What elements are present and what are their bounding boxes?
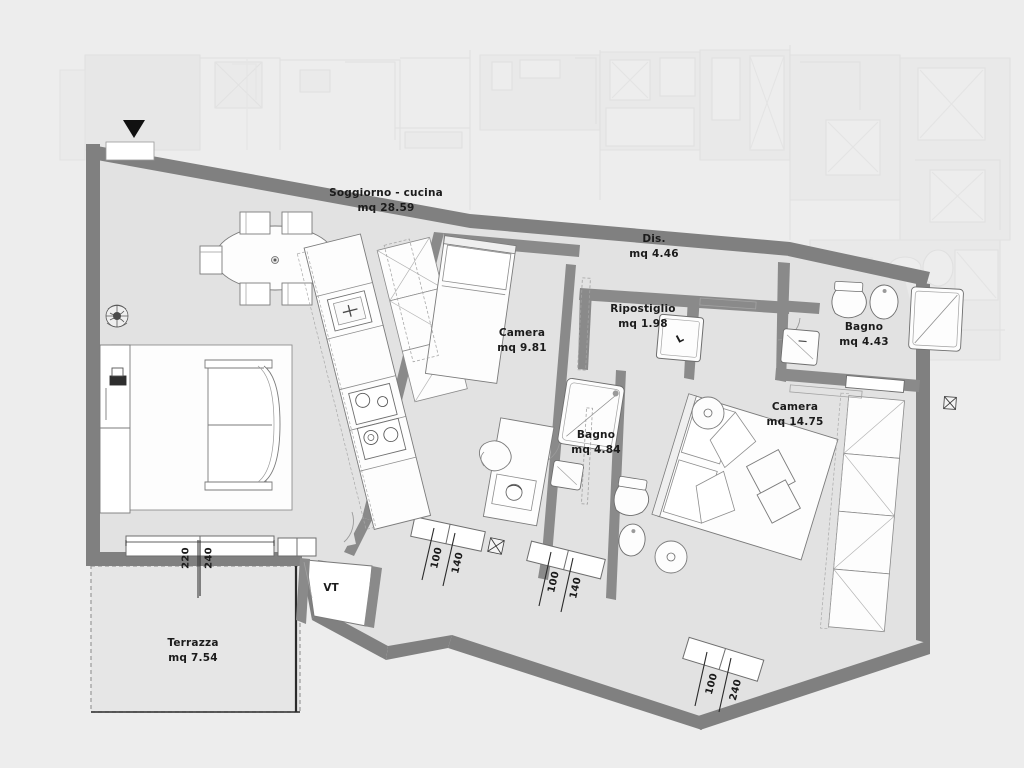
entrance-door: [105, 141, 155, 161]
window-x-markers: [487, 396, 957, 555]
nightstand-top: [691, 396, 725, 430]
exterior-walls: [86, 144, 930, 730]
living-room-furniture: [99, 211, 353, 514]
sofa-shape: [204, 359, 281, 491]
misc-fittings: [577, 277, 863, 505]
nightstand-bottom: [654, 540, 688, 574]
camera-1-furniture: [383, 235, 555, 527]
washing-machine: [655, 313, 705, 363]
camera-2-furniture: [651, 392, 905, 633]
vt-room: [296, 558, 382, 628]
entrance-direction-arrow: [123, 120, 145, 138]
potted-plant: [105, 304, 129, 328]
chair-round: [479, 440, 512, 472]
bagno-1-fixtures: [550, 377, 650, 557]
windows: [125, 375, 905, 713]
terrazza-area: [90, 565, 301, 713]
ghost-neighbour-plans: [59, 45, 1011, 361]
bagno-2-fixtures: [780, 280, 964, 366]
